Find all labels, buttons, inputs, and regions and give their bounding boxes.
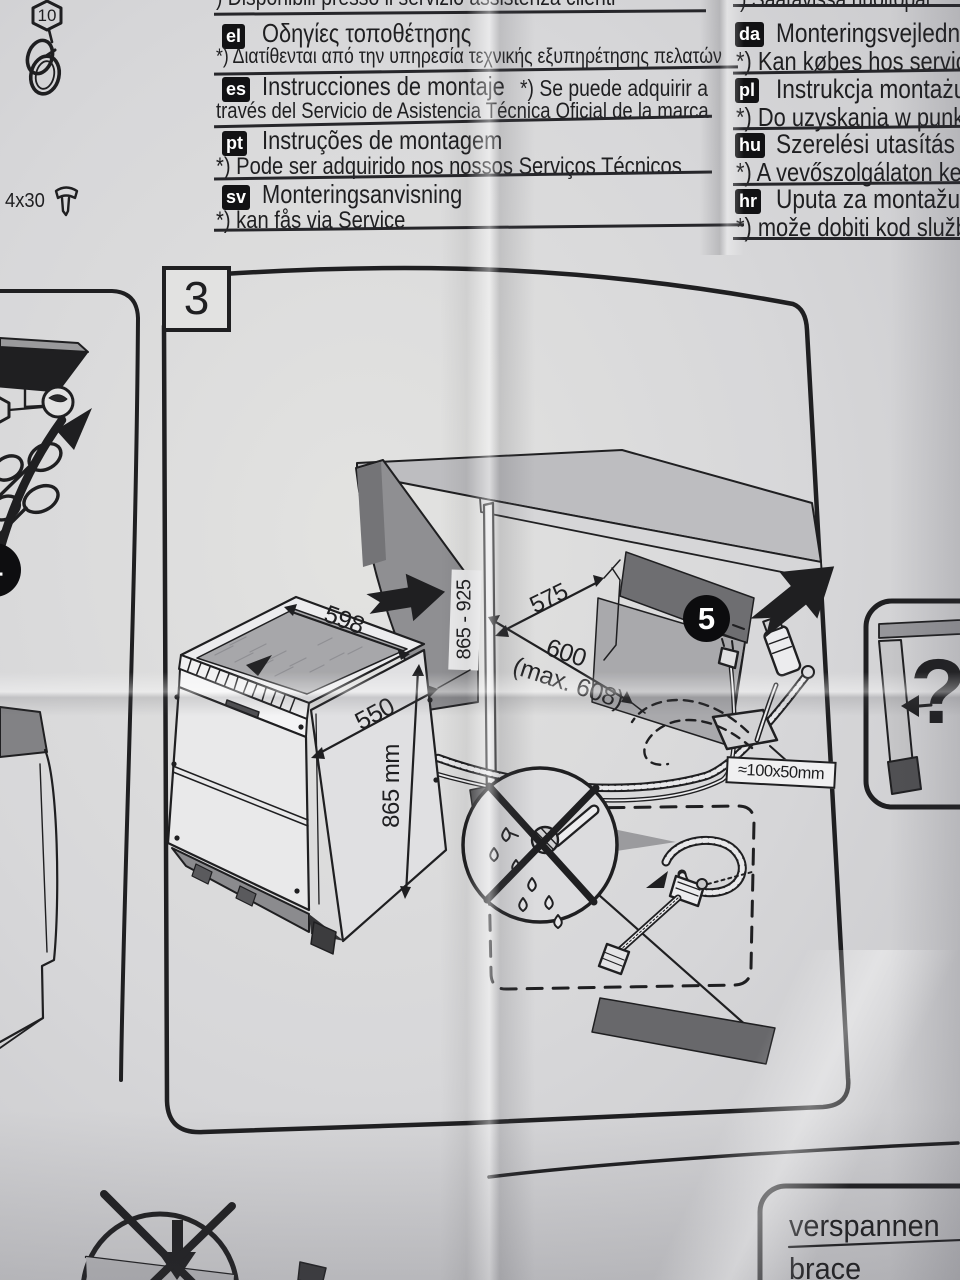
language-badge-da: da <box>735 22 765 47</box>
separator-line <box>733 237 960 240</box>
screw-size-label: 4x30 <box>5 190 45 212</box>
language-title-pt: Instruções de montagem <box>262 125 503 155</box>
step3-label: 3 <box>162 266 231 332</box>
language-badge-hr: hr <box>735 189 761 214</box>
language-title-es: Instrucciones de montaje <box>262 71 505 101</box>
callout-5-badge: 5 <box>683 595 730 642</box>
language-badge-hu: hu <box>735 133 765 158</box>
insert-direction-arrow <box>366 573 446 622</box>
niche-side-panel <box>482 501 498 812</box>
dim-niche-height: 865 - 925 <box>453 579 476 660</box>
hose-clamp-icon <box>25 38 55 76</box>
aquastop-hose-detail <box>486 804 756 991</box>
brace-label-de: verspannen <box>789 1208 940 1243</box>
language-title-hu: Szerelési utasítás <box>776 129 956 159</box>
language-note-hr: *) može dobiti kod službe <box>736 212 960 242</box>
rotate-up-arrow <box>0 415 67 555</box>
section-divider-line <box>487 1141 960 1179</box>
language-badge-es: es <box>222 77 251 102</box>
separator-line <box>733 4 960 7</box>
niche-drawing <box>355 449 823 1065</box>
no-press-icon <box>81 1190 327 1280</box>
cutout-size-label: ≈100x50mm <box>725 756 837 789</box>
top-insulation-mat <box>196 608 408 695</box>
power-plug-icon <box>717 646 740 670</box>
language-badge-pt: pt <box>222 131 247 156</box>
clamp-quantity-label: 10 <box>37 6 57 25</box>
brace-box <box>757 1183 960 1280</box>
dimension-lines <box>284 559 646 899</box>
language-badge-el: el <box>222 24 246 49</box>
language-badge-pl: pl <box>735 78 759 103</box>
language-title-hr: Uputa za montažu <box>776 184 960 214</box>
language-note-es-inline: *) Se puede adquirir a <box>520 75 708 101</box>
language-note-el: *) Διατίθενται από την υπηρεσία τεχνικής… <box>216 45 722 68</box>
check-arrow-icon <box>901 695 919 717</box>
language-title-pl: Instrukcja montażu <box>776 74 960 104</box>
dim-appliance-height: 865 mm <box>378 744 405 828</box>
warning-no-leak-icon <box>461 766 619 929</box>
previous-step-appliance-top <box>0 706 48 758</box>
language-title-el: Οδηγίες τοποθέτησης <box>262 18 472 48</box>
question-box <box>863 598 960 810</box>
step3-panel-border <box>161 265 851 1135</box>
prev-step-callout-4: 4 <box>0 543 21 597</box>
language-note-partial: ) Disponibili presso il servizio assiste… <box>216 0 615 10</box>
language-title-sv: Monteringsanvisning <box>262 179 463 209</box>
previous-step-panel <box>0 289 140 1082</box>
language-badge-sv: sv <box>222 185 251 210</box>
floor-front-edge <box>591 997 776 1065</box>
quantity-hexagon <box>31 0 63 32</box>
language-title-da: Monteringsvejledning <box>776 18 960 48</box>
brace-label-en: brace <box>789 1251 862 1280</box>
screw-icon <box>54 186 79 217</box>
scissors-icon <box>0 441 63 537</box>
hose-clamp-part <box>25 0 63 96</box>
dishwasher-drawing <box>166 595 448 955</box>
question-mark: ? <box>910 640 960 745</box>
push-direction-arrow <box>750 566 835 638</box>
